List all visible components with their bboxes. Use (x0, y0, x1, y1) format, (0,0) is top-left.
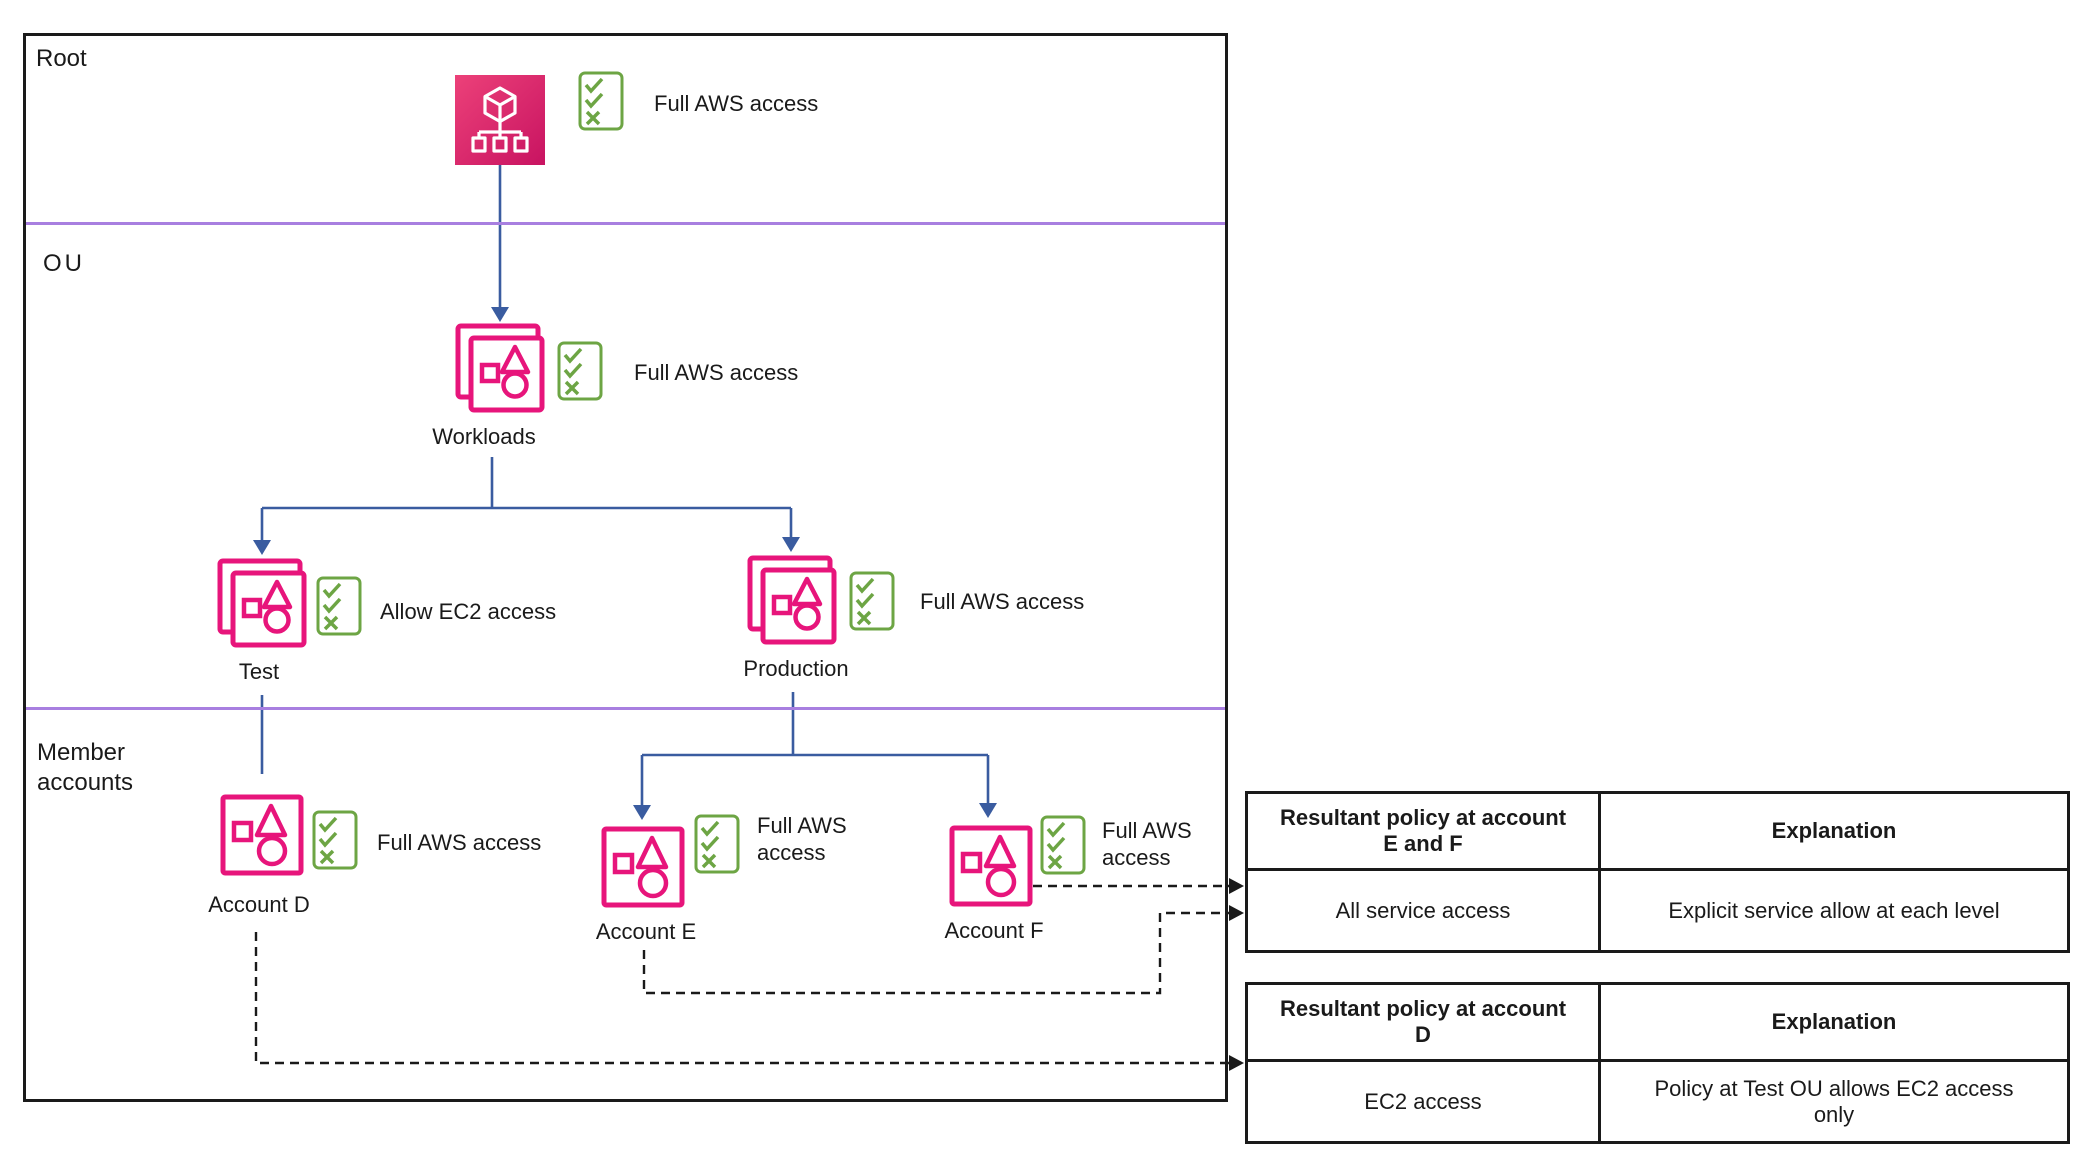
account-e-policy-label: Full AWS access (757, 813, 847, 865)
policy-checklist-icon (578, 71, 624, 131)
policy-checklist-icon (312, 810, 358, 870)
aws-organizations-icon (455, 75, 545, 165)
policy-checklist-icon (1040, 815, 1086, 875)
policy-checklist-icon (694, 814, 740, 874)
section-label-ou: OU (43, 250, 85, 277)
table-d-header-policy: Resultant policy at account D (1248, 985, 1601, 1062)
account-d-icon (220, 794, 304, 876)
account-e-label: Account E (595, 919, 697, 944)
table-ef-header-policy: Resultant policy at account E and F (1248, 794, 1601, 871)
production-label: Production (743, 656, 849, 681)
workloads-label: Workloads (432, 424, 536, 449)
account-d-label: Account D (208, 892, 310, 917)
account-d-policy-label: Full AWS access (377, 830, 542, 855)
policy-checklist-icon (849, 571, 895, 631)
table-ef-cell-explanation: Explicit service allow at each level (1668, 897, 2000, 923)
policy-checklist-icon (316, 576, 362, 636)
workloads-policy-label: Full AWS access (634, 360, 799, 385)
ou-test-icon (217, 558, 307, 648)
table-d-cell-policy: EC2 access (1248, 1062, 1601, 1141)
resultant-policy-arrowheads (1229, 878, 1244, 1071)
resultant-policy-table-d: Resultant policy at account D Explanatio… (1245, 982, 2070, 1144)
divider-root-ou (26, 222, 1225, 225)
divider-ou-members (26, 707, 1225, 710)
ou-production-icon (747, 555, 837, 645)
account-e-icon (601, 826, 685, 908)
account-f-label: Account F (944, 918, 1044, 943)
table-ef-cell-policy: All service access (1248, 871, 1601, 950)
table-d-header-explanation: Explanation (1601, 985, 2067, 1062)
section-label-member-accounts: Member accounts (37, 739, 134, 796)
table-d-cell-explanation: Policy at Test OU allows EC2 access only (1654, 1075, 2014, 1127)
account-f-icon (949, 825, 1033, 907)
policy-checklist-icon (557, 341, 603, 401)
organization-box (23, 33, 1228, 1102)
table-ef-header-explanation: Explanation (1601, 794, 2067, 871)
resultant-policy-table-ef: Resultant policy at account E and F Expl… (1245, 791, 2070, 953)
test-policy-label: Allow EC2 access (380, 599, 557, 624)
production-policy-label: Full AWS access (920, 589, 1085, 614)
ou-workloads-icon (455, 323, 545, 413)
section-label-root: Root (36, 45, 87, 72)
account-f-policy-label: Full AWS access (1102, 818, 1192, 870)
root-policy-label: Full AWS access (654, 91, 819, 116)
test-label: Test (238, 659, 280, 684)
